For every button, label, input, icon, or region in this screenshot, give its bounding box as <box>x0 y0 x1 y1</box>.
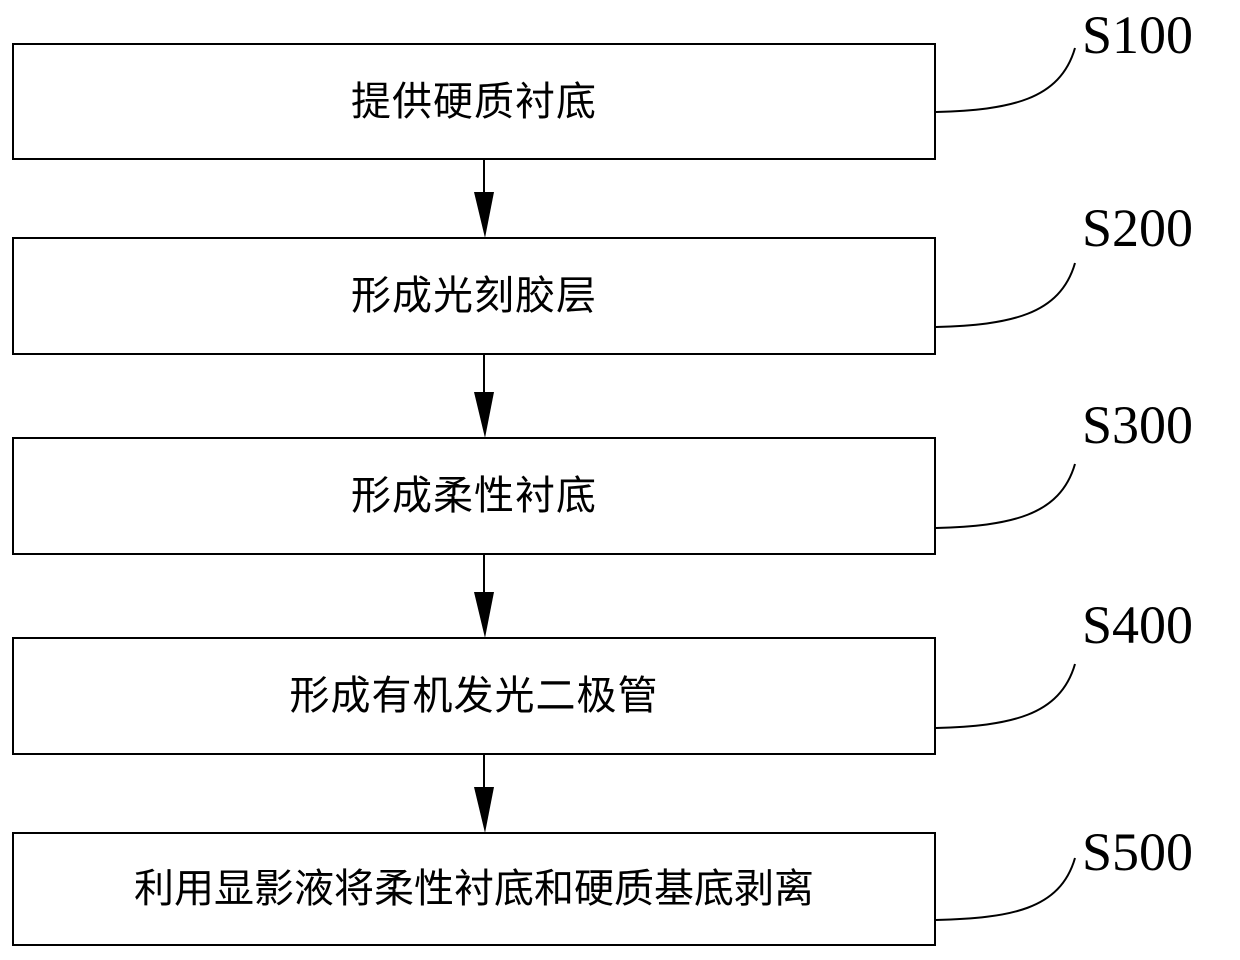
step-tag-s400: S400 <box>1082 595 1194 655</box>
process-box-s200[interactable]: 形成光刻胶层 <box>12 237 936 355</box>
process-box-s500[interactable]: 利用显影液将柔性衬底和硬质基底剥离 <box>12 832 936 946</box>
leader-line-s300 <box>935 463 1076 529</box>
leader-line-s400 <box>935 663 1076 729</box>
connector-arrow-s300-s400 <box>474 555 494 638</box>
step-tag-s200: S200 <box>1082 198 1194 258</box>
connector-arrow-s100-s200 <box>474 160 494 238</box>
process-box-label-s400: 形成有机发光二极管 <box>289 673 659 719</box>
step-tag-s100: S100 <box>1082 5 1194 65</box>
process-box-label-s100: 提供硬质衬底 <box>351 78 597 125</box>
process-box-s400[interactable]: 形成有机发光二极管 <box>12 637 936 755</box>
process-box-label-s200: 形成光刻胶层 <box>351 273 597 319</box>
process-box-s300[interactable]: 形成柔性衬底 <box>12 437 936 555</box>
process-box-label-s300: 形成柔性衬底 <box>351 473 597 519</box>
connector-arrow-s200-s300 <box>474 355 494 438</box>
leader-line-s200 <box>935 262 1076 328</box>
step-tag-s500: S500 <box>1082 822 1194 882</box>
step-tag-s300: S300 <box>1082 395 1194 455</box>
leader-line-s100 <box>935 47 1076 113</box>
process-box-s100[interactable]: 提供硬质衬底 <box>12 43 936 160</box>
process-box-label-s500: 利用显影液将柔性衬底和硬质基底剥离 <box>134 866 814 912</box>
leader-line-s500 <box>935 857 1076 921</box>
connector-arrow-s400-s500 <box>474 755 494 833</box>
